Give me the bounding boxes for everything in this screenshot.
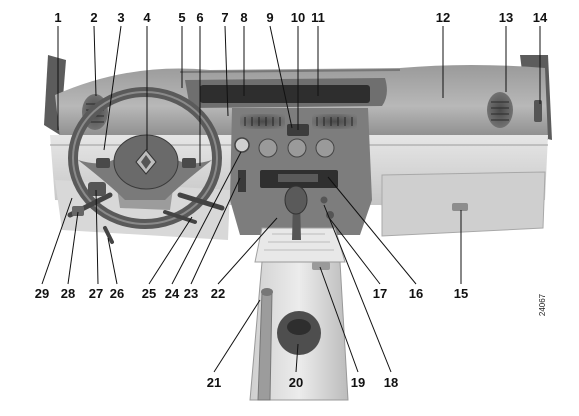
mirror-switch	[72, 206, 84, 216]
callout-28: 28	[61, 286, 75, 301]
callout-numbers: 1 2 3 4 5 6 7 8 9 10 11 12 13 14 15 16 1…	[35, 10, 548, 390]
climate-knob-centre	[287, 138, 307, 158]
callout-29: 29	[35, 286, 49, 301]
centre-vent-right	[312, 114, 357, 129]
glovebox-handle	[452, 203, 468, 211]
console-lid-recess	[312, 262, 330, 270]
start-button	[234, 137, 250, 153]
callout-7: 7	[221, 10, 228, 25]
gear-knob	[284, 185, 308, 215]
switch-17	[326, 211, 334, 219]
climate-knob-right	[315, 138, 335, 158]
callout-18: 18	[384, 375, 398, 390]
far-right-vent	[534, 100, 542, 122]
callout-26: 26	[110, 286, 124, 301]
callout-4: 4	[143, 10, 151, 25]
switch-18	[320, 196, 328, 204]
gear-boot	[254, 227, 346, 263]
steering-wheel-rim-highlight	[72, 91, 218, 225]
callout-27: 27	[89, 286, 103, 301]
windscreen-edge	[179, 69, 401, 73]
bonnet-release	[103, 226, 114, 244]
card-reader	[238, 170, 246, 192]
callout-9: 9	[266, 10, 273, 25]
climate-knob-left	[258, 138, 278, 158]
brand-logo-inner	[141, 155, 151, 169]
callout-21: 21	[207, 375, 221, 390]
right-stalk	[177, 192, 225, 211]
callout-20: 20	[289, 375, 303, 390]
callout-1: 1	[54, 10, 61, 25]
callout-22: 22	[211, 286, 225, 301]
callout-19: 19	[351, 375, 365, 390]
lighting-switch	[88, 182, 106, 196]
callout-2: 2	[90, 10, 97, 25]
parking-brake-button	[261, 288, 273, 296]
callout-16: 16	[409, 286, 423, 301]
wheel-button-right	[182, 158, 196, 168]
callout-6: 6	[196, 10, 203, 25]
callout-25: 25	[142, 286, 156, 301]
callout-5: 5	[178, 10, 185, 25]
callout-17: 17	[373, 286, 387, 301]
centre-vent-left	[240, 114, 285, 129]
callout-14: 14	[533, 10, 548, 25]
callout-13: 13	[499, 10, 513, 25]
callout-12: 12	[436, 10, 450, 25]
wheel-button-left	[96, 158, 110, 168]
callout-24: 24	[165, 286, 180, 301]
callout-3: 3	[117, 10, 124, 25]
right-side-vent	[487, 92, 513, 128]
leader-lines	[41, 25, 541, 373]
radio-display	[278, 174, 318, 182]
callout-11: 11	[311, 10, 325, 25]
callout-15: 15	[454, 286, 468, 301]
callout-23: 23	[184, 286, 198, 301]
cup-holder-inner	[287, 319, 311, 335]
figure-reference: 24067	[538, 293, 547, 316]
callout-8: 8	[240, 10, 247, 25]
callout-10: 10	[291, 10, 305, 25]
